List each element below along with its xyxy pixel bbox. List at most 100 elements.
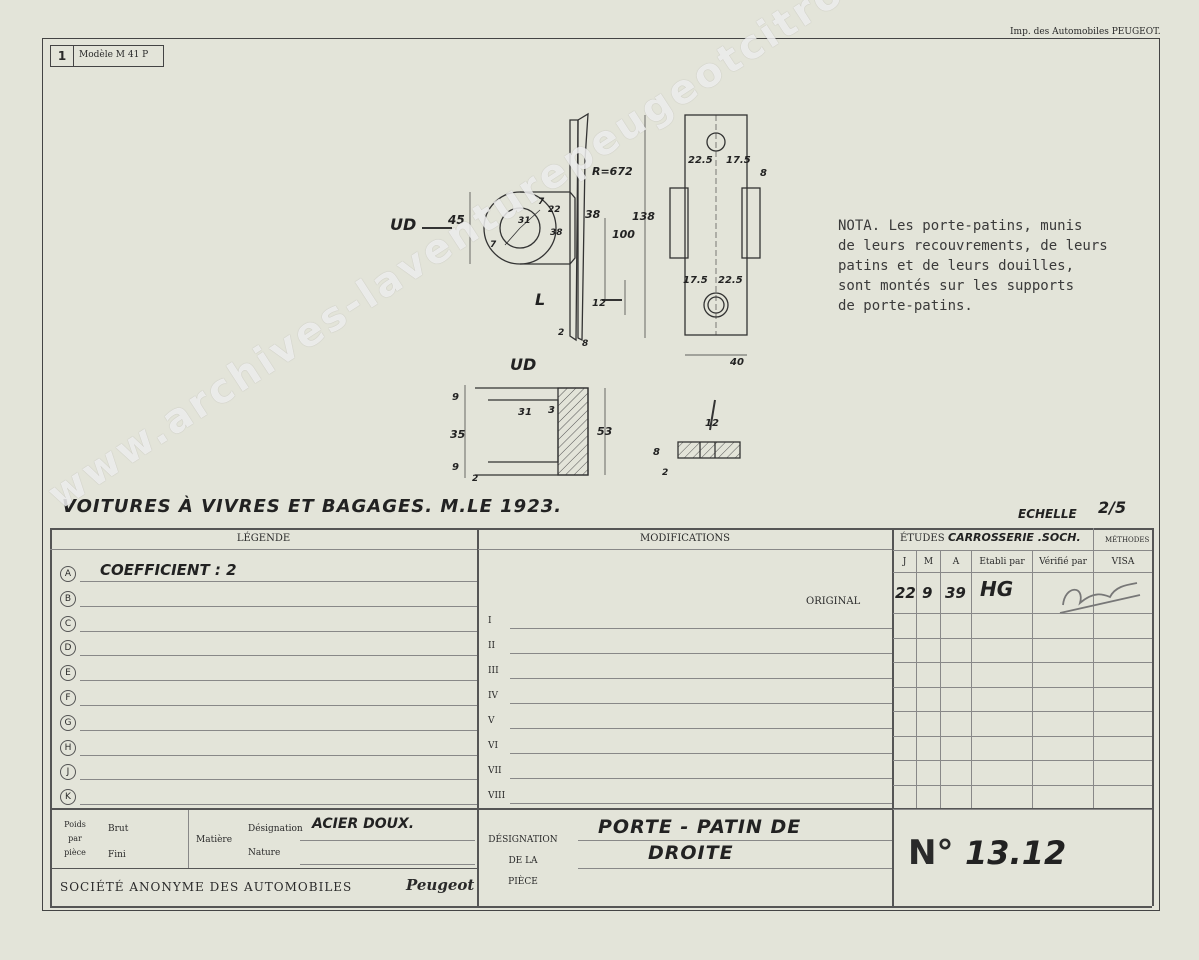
dim-100: 100	[612, 228, 635, 241]
legend-letter: D	[60, 640, 76, 657]
modification-row-label: III	[488, 666, 499, 676]
modification-row-line	[510, 678, 892, 679]
etudes-row-line	[893, 637, 1152, 639]
legend-line	[80, 804, 477, 806]
modification-row-line	[510, 703, 892, 704]
modification-row-label: VIII	[488, 791, 506, 801]
legend-header: LÉGENDE	[236, 533, 291, 544]
technical-drawing	[422, 112, 761, 478]
etudes-row-line	[893, 613, 1152, 614]
model-box: 1 Modèle M 41 P	[50, 45, 164, 67]
drawing-frame	[42, 38, 1160, 911]
dim-22-5-bottom: 22.5	[718, 275, 743, 286]
dim-40: 40	[730, 357, 744, 368]
company-name: SOCIÉTÉ ANONYME DES AUTOMOBILES	[60, 880, 353, 894]
modifications-header: MODIFICATIONS	[639, 533, 731, 544]
etudes-row-line	[893, 735, 1152, 737]
dim-138: 138	[632, 210, 655, 223]
modification-row-line	[510, 628, 892, 629]
legend-letter: J	[60, 764, 76, 781]
dim-9-top: 9	[452, 392, 459, 403]
col-j: J	[902, 557, 907, 567]
dim-17-5-bottom: 17.5	[683, 275, 708, 286]
col-visa: VISA	[1111, 557, 1135, 567]
legend-line	[80, 705, 477, 706]
legend-line	[80, 605, 477, 607]
modification-row-label: IV	[488, 691, 499, 701]
dim-12: 12	[592, 298, 606, 309]
section-mark-bottom: UD	[510, 355, 537, 374]
dim-31: 31	[518, 216, 531, 226]
dim-38-a: 38	[585, 208, 601, 221]
etudes-dept: CARROSSERIE .SOCH.	[948, 531, 1081, 544]
methodes-label: MÉTHODES	[1105, 536, 1150, 544]
modification-row-line	[510, 728, 892, 729]
legend-line	[80, 779, 477, 781]
dim-22: 22	[548, 205, 561, 215]
section-mark-top: UD	[390, 215, 417, 234]
modification-row-label: V	[488, 716, 495, 726]
piece-name-line2: DROITE	[648, 842, 734, 864]
brut-label: Brut	[108, 824, 129, 834]
modification-row-label: I	[488, 616, 492, 626]
legend-line	[80, 630, 477, 632]
legend-letter: H	[60, 739, 76, 756]
modification-row-label: VI	[488, 741, 499, 751]
dim-7-b: 7	[538, 197, 545, 207]
etudes-row-line	[893, 711, 1152, 712]
date-month: 9	[922, 584, 933, 602]
dim-8: 8	[582, 339, 589, 349]
legend-letter: F	[60, 690, 76, 706]
dim-38-b: 38	[550, 228, 563, 238]
verifie-signature	[1059, 582, 1141, 614]
etudes-row-line	[893, 686, 1152, 688]
model-label: Modèle M 41 P	[79, 50, 149, 60]
legend-line	[80, 680, 477, 682]
dim-12-small: 12	[705, 418, 719, 429]
dim-9-bottom: 9	[452, 462, 459, 473]
dim-7-a: 7	[490, 240, 497, 250]
dim-2: 2	[558, 328, 565, 338]
dim-17-5-top: 17.5	[726, 155, 751, 166]
etudes-row-line	[893, 662, 1152, 663]
designation-label: Désignation	[248, 824, 303, 834]
designation-piece-label: DÉSIGNATION DE LA PIÈCE	[488, 835, 558, 887]
etudes-row-line	[893, 784, 1152, 786]
col-a: A	[952, 557, 960, 567]
nota-text: NOTA. Les porte-patins, munis de leurs r…	[838, 218, 1108, 314]
date-day: 22	[895, 584, 916, 602]
modification-row-line	[510, 653, 892, 654]
dim-8-small: 8	[653, 447, 660, 458]
legend-letter: B	[60, 590, 76, 607]
peugeot-logo: Peugeot	[406, 876, 475, 894]
dim-22-5-top: 22.5	[688, 155, 713, 166]
dim-2-small: 2	[662, 468, 669, 478]
matiere-label: Matière	[196, 835, 233, 845]
sheet-number: 1	[51, 46, 74, 66]
date-year: 39	[945, 584, 966, 602]
col-etabli: Etabli par	[979, 557, 1025, 567]
printer-mark: Imp. des Automobiles PEUGEOT.	[1010, 27, 1161, 37]
col-verifie: Vérifié par	[1039, 557, 1087, 567]
legend-letter: C	[60, 615, 76, 632]
legend-line	[80, 729, 477, 731]
scale-value: 2/5	[1098, 498, 1127, 517]
piece-name-line1: PORTE - PATIN DE	[598, 816, 802, 838]
legend-line	[80, 581, 477, 582]
scale-label: ECHELLE	[1018, 507, 1077, 521]
etudes-label: ÉTUDES	[900, 533, 945, 544]
modification-row-line	[510, 803, 892, 804]
dim-31-section: 31	[518, 407, 532, 418]
modification-row-line	[510, 753, 892, 754]
modification-row-label: II	[488, 641, 496, 651]
legend-letter: E	[60, 665, 76, 682]
dim-45: 45	[448, 213, 465, 227]
dim-53: 53	[597, 425, 613, 438]
legend-entry-a: COEFFICIENT : 2	[100, 561, 237, 579]
modification-row-line	[510, 778, 892, 779]
nature-label: Nature	[248, 848, 281, 858]
dim-3: 3	[548, 405, 555, 416]
poids-label: Poids par pièce	[64, 820, 86, 857]
modification-row-label: VII	[488, 766, 502, 776]
legend-letter: G	[60, 714, 76, 731]
